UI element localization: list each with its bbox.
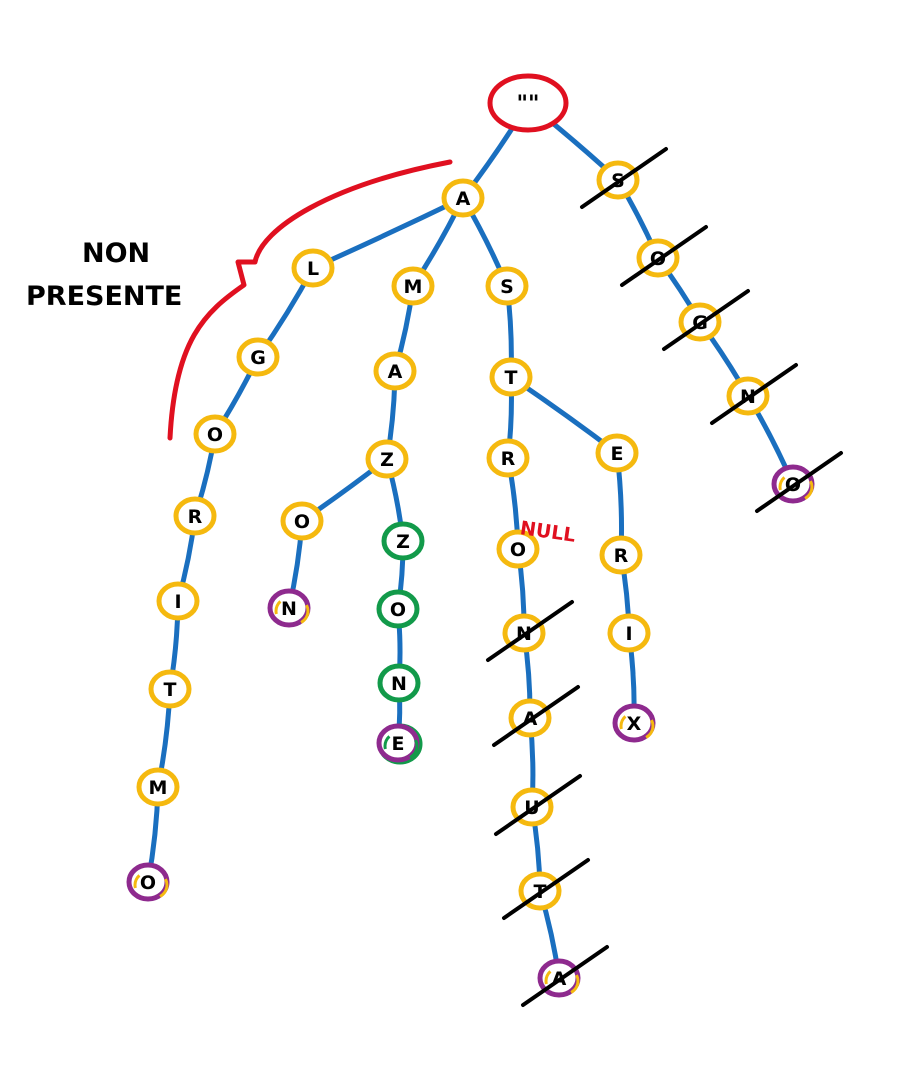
node-ring [173, 496, 217, 536]
node-m5: N [267, 588, 311, 628]
node-label: R [188, 506, 203, 528]
strike-t8 [502, 858, 590, 920]
node-l8: O [126, 862, 170, 902]
node-label: I [174, 591, 181, 613]
node-m6: Z [381, 521, 425, 561]
node-l6: T [148, 669, 192, 709]
node-l1: L [291, 248, 335, 288]
node-ring [280, 501, 324, 541]
node-label: Z [396, 531, 410, 553]
node-l7: M [136, 767, 180, 807]
node-label: O [510, 539, 526, 561]
node-m3: Z [365, 439, 409, 479]
node-label: E [611, 443, 624, 465]
node-label: G [250, 347, 266, 369]
node-ring [485, 266, 529, 306]
node-label: A [388, 361, 403, 383]
node-m4: O [280, 501, 324, 541]
node-ring [391, 266, 435, 306]
node-label: T [505, 367, 518, 389]
node-label: I [625, 623, 632, 645]
node-ring [136, 767, 180, 807]
non-present-label-line1: NON [82, 238, 150, 269]
non-present-label-line2: PRESENTE [26, 281, 182, 312]
node-ring [291, 248, 335, 288]
node-ring [148, 669, 192, 709]
strike-t7 [494, 774, 582, 836]
strike-s4 [710, 363, 798, 425]
node-l3: O [193, 414, 237, 454]
non-present-bracket [167, 159, 453, 441]
trie-nodes: ""SOGNOALGORITMOMAZONZONESTRONAUTAERIX [126, 73, 815, 998]
node-root: "" [487, 73, 569, 133]
node-e2: R [599, 535, 643, 575]
node-label: A [456, 188, 471, 210]
node-label: N [391, 673, 407, 695]
node-e1: E [595, 433, 639, 473]
node-m7: O [376, 589, 420, 629]
node-t2: T [489, 357, 533, 397]
node-e3: I [607, 613, 651, 653]
node-label: M [149, 777, 168, 799]
node-label: M [404, 276, 423, 298]
node-ring [607, 613, 651, 653]
node-label: O [390, 599, 406, 621]
node-ring [486, 438, 530, 478]
node-m9: E [376, 723, 423, 765]
strike-t6 [492, 685, 580, 747]
node-ring [599, 535, 643, 575]
strike-s1 [580, 147, 668, 209]
node-l4: R [173, 496, 217, 536]
node-a: A [441, 178, 485, 218]
node-ring [156, 581, 200, 621]
node-label: "" [517, 92, 540, 117]
node-t4: O [496, 529, 540, 569]
node-label: E [392, 733, 405, 755]
node-l2: G [236, 337, 280, 377]
node-ring [441, 178, 485, 218]
node-t3: R [486, 438, 530, 478]
node-e4: X [612, 703, 656, 743]
strike-t5 [486, 600, 574, 662]
node-ring [193, 414, 237, 454]
node-ring [489, 357, 533, 397]
node-label: T [164, 679, 177, 701]
node-ring [377, 663, 421, 703]
strike-t9 [521, 945, 609, 1007]
node-m8: N [377, 663, 421, 703]
node-label: R [614, 545, 629, 567]
node-ring [487, 73, 569, 133]
strike-s5 [755, 451, 843, 513]
node-label: L [307, 258, 319, 280]
strike-s2 [620, 225, 708, 287]
edge-a-l1 [310, 195, 466, 271]
node-label: X [627, 713, 642, 735]
node-t1: S [485, 266, 529, 306]
node-ring [365, 439, 409, 479]
node-ring [496, 529, 540, 569]
node-label: R [501, 448, 516, 470]
node-ring [595, 433, 639, 473]
node-label: O [140, 872, 156, 894]
node-ring [236, 337, 280, 377]
node-label: O [294, 511, 310, 533]
node-l5: I [156, 581, 200, 621]
node-label: O [207, 424, 223, 446]
node-ring [376, 589, 420, 629]
strike-s3 [662, 289, 750, 351]
node-ring [381, 521, 425, 561]
node-m1: M [391, 266, 435, 306]
node-m2: A [373, 351, 417, 391]
node-label: S [500, 276, 514, 298]
node-ring [373, 351, 417, 391]
node-label: N [281, 598, 297, 620]
strike-marks [486, 147, 843, 1007]
node-label: Z [380, 449, 394, 471]
